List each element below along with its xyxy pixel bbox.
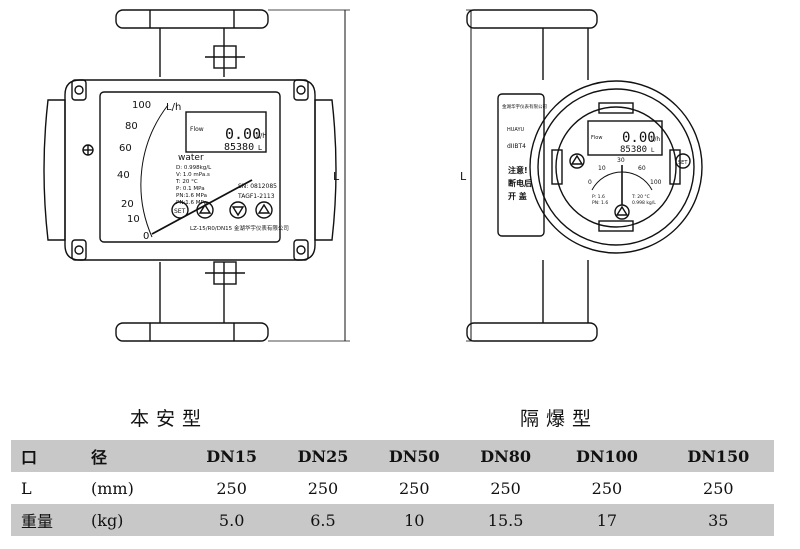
right-param-4: 0.998 kg/L [632, 200, 656, 206]
header-dn25: DN25 [277, 440, 369, 472]
header-dn50: DN50 [368, 440, 460, 472]
left-tick-80: 80 [125, 121, 138, 132]
right-meter-view [466, 9, 703, 342]
left-dim-label: L [333, 170, 340, 183]
left-model: LZ-15/R0/DN15 金湖华宇仪表有限公司 [190, 224, 289, 232]
table-cell: 250 [216, 478, 247, 498]
table-header-row: 口 径 DN15 DN25 DN50 DN80 DN100 DN150 [11, 440, 774, 472]
table-cell: 250 [591, 478, 623, 498]
left-set-button[interactable] [171, 201, 189, 219]
table-cell: 35 [662, 504, 774, 536]
row-weight-unit: (kg) [91, 504, 186, 536]
row-weight-label: 重量 [11, 504, 91, 536]
table-cell: 250 [703, 478, 734, 498]
right-lcd-total: 85380 [620, 145, 647, 155]
right-nameplate-warning-1: 注意! [508, 165, 528, 175]
left-lcd-total-unit: L [258, 144, 262, 152]
table-cell: 15.5 [459, 504, 552, 536]
left-lcd-label: Flow [190, 126, 204, 133]
table-cell: 250 [399, 478, 430, 498]
right-nameplate-warning-3: 开 盖 [508, 191, 527, 201]
header-bore-label: 口 [11, 440, 91, 472]
right-enter-button[interactable] [614, 204, 630, 220]
left-top-flange [115, 9, 269, 29]
table-row-weight: 重量 (kg) 5.0 6.5 10 15.5 17 35 [11, 504, 774, 536]
header-dn150: DN150 [662, 440, 774, 472]
right-nameplate-ex: dIIBT4 [507, 143, 526, 150]
caption-intrinsically-safe: 本安型 [130, 408, 209, 430]
right-brand: HUAYU [507, 127, 525, 133]
left-tick-100: 100 [132, 100, 151, 111]
right-nameplate-company: 金湖华宇仪表有限公司 [502, 103, 547, 110]
left-lcd-rate: 0.00 [225, 125, 261, 143]
left-tick-40: 40 [117, 170, 130, 181]
left-param-4: P: 0.1 MPa [176, 186, 205, 192]
left-down-button[interactable] [229, 201, 247, 219]
right-param-3: T: 20 °C [631, 194, 650, 200]
header-dn15: DN15 [186, 440, 278, 472]
right-up-button[interactable] [569, 153, 585, 169]
right-param-1: P: 1.6 [592, 194, 605, 200]
left-medium: water [178, 153, 204, 163]
right-nameplate-warning-2: 断电后 [508, 178, 532, 188]
right-lcd-label: Flow [591, 135, 602, 141]
right-param-2: PN: 1.6 [592, 200, 608, 206]
right-bottom-flange [466, 322, 598, 342]
left-serial: SN: 0812085 [238, 183, 277, 190]
left-param-3: T: 20 °C [175, 179, 198, 185]
right-dial-face [555, 106, 677, 228]
table-cell: 10 [368, 504, 460, 536]
meter-drawing: 100 80 60 40 20 10 0 L/h Flow 0.00 L/h 8… [43, 9, 703, 342]
left-tick-0: 0 [143, 231, 149, 242]
right-lcd-rate-unit: L/h [651, 136, 660, 143]
caption-explosion-proof: 隔爆型 [520, 408, 599, 430]
right-dim-label: L [460, 170, 467, 183]
left-needle [151, 179, 253, 235]
right-nameplate [497, 93, 545, 237]
table-cell: 6.5 [277, 504, 369, 536]
left-bottom-flange [115, 322, 269, 342]
table-cell: 17 [551, 504, 663, 536]
left-tick-20: 20 [121, 199, 134, 210]
left-tag: TAGF1-2113 [237, 193, 275, 200]
left-param-1: D: 0.998kg/L [176, 165, 212, 171]
right-top-flange [466, 9, 598, 29]
right-lcd [587, 120, 663, 156]
left-set-label: SET [174, 208, 186, 215]
table-cell: 250 [307, 478, 339, 498]
right-tick-30: 30 [617, 157, 625, 164]
table-cell: 250 [490, 478, 521, 498]
right-lcd-rate: 0.00 [622, 130, 656, 146]
header-bore-label-2: 径 [91, 440, 186, 472]
left-lcd [185, 111, 267, 153]
header-dn100: DN100 [551, 440, 663, 472]
left-dial-face [99, 91, 281, 243]
right-tick-60: 60 [638, 165, 646, 172]
right-set-label: SET [678, 160, 688, 166]
left-unit: L/h [166, 102, 181, 113]
right-tick-100: 100 [650, 179, 662, 186]
right-lcd-total-unit: L [651, 147, 655, 154]
row-length-label: L [21, 478, 32, 498]
right-tick-10: 10 [598, 165, 606, 172]
right-tick-0: 0 [588, 179, 592, 186]
spec-table: 口 径 DN15 DN25 DN50 DN80 DN100 DN150 L (m… [11, 440, 774, 536]
left-dial-scale [140, 104, 169, 238]
left-lcd-rate-unit: L/h [256, 132, 267, 140]
left-param-6: PN:1.6 MPa [176, 200, 207, 206]
left-enter-button[interactable] [255, 201, 273, 219]
left-lcd-total: 85380 [224, 142, 254, 153]
table-cell: 5.0 [186, 504, 278, 536]
left-tick-10: 10 [127, 214, 140, 225]
right-set-button[interactable] [675, 153, 691, 169]
right-housing [529, 80, 703, 254]
header-dn80: DN80 [459, 440, 552, 472]
row-length-unit: (mm) [91, 478, 134, 498]
table-row-length: L (mm) 250 250 250 250 250 250 [11, 472, 774, 504]
left-meter-view [43, 9, 350, 342]
left-tick-60: 60 [119, 143, 132, 154]
left-up-button[interactable] [196, 201, 214, 219]
left-param-5: PN:1.6 MPa [176, 193, 207, 199]
left-param-2: V: 1.0 mPa.s [176, 172, 210, 178]
